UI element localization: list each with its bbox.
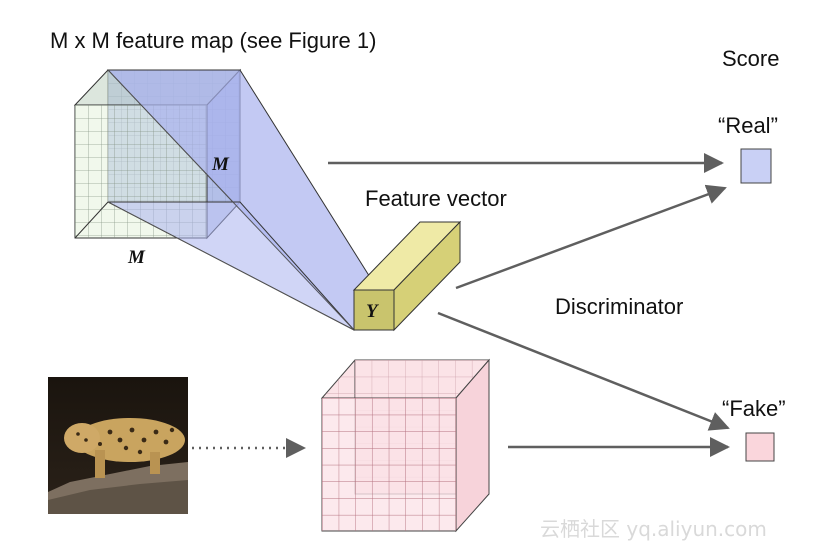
discriminator-label: Discriminator [555,294,683,319]
score-label: Score [722,46,779,71]
feature-map-title: M x M feature map (see Figure 1) [50,28,376,53]
fake-feature-cube [320,358,491,533]
feature-map-depth-label: M [211,154,230,175]
fake-label: “Fake” [722,396,786,421]
real-label: “Real” [718,113,778,138]
real-score-box [740,148,772,184]
fake-score-box [745,432,775,462]
feature-vector-prism [352,220,462,332]
vector-to-fake-arrow [437,311,730,431]
feature-map-width-label: M [127,247,146,268]
feature-vector-label: Feature vector [365,186,507,211]
vector-to-real-arrow [455,184,727,290]
leopard-photo [48,377,188,514]
watermark: 云栖社区 yq.aliyun.com [540,517,767,541]
vector-symbol: Y [366,301,380,322]
